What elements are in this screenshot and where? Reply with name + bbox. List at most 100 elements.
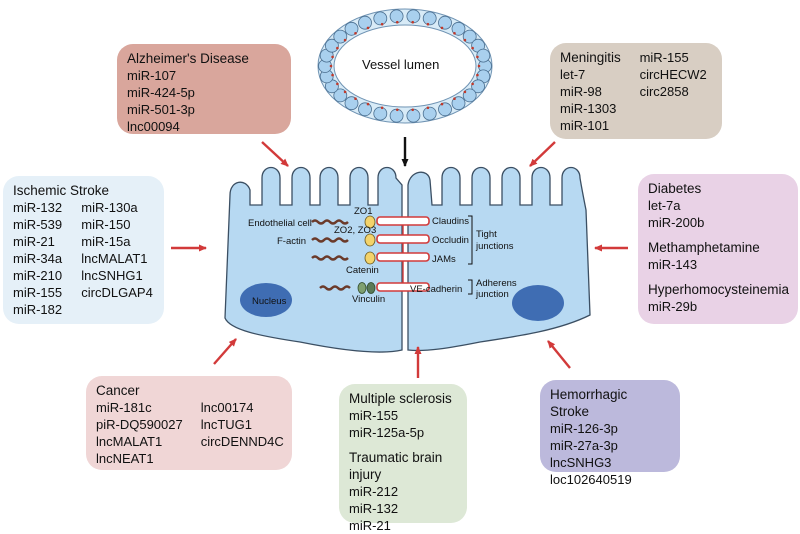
endothelial-cells: Nucleus	[224, 166, 591, 353]
diabetes-title: Diabetes	[648, 181, 702, 196]
vessel-cell	[358, 15, 372, 30]
junction-dot	[366, 102, 370, 106]
list-item: lnc00094	[127, 119, 180, 134]
junction-dot	[463, 90, 467, 94]
vessel-cell	[451, 96, 466, 111]
junction-dot	[336, 82, 339, 86]
nucleus-left	[240, 283, 292, 317]
occludin-label: Occludin	[432, 235, 469, 246]
junction-dot	[354, 97, 357, 100]
junction-labels: Endothelial cell ZO1 ZO2, ZO3 F-actin Ca…	[248, 206, 517, 305]
tight-label-1: Tight	[476, 229, 497, 240]
list-item: miR-181c	[96, 400, 152, 415]
hemorrhagic-arrow	[547, 340, 571, 369]
zo1-protein	[364, 215, 376, 229]
junction-dot	[380, 22, 384, 26]
meningitis-arrow	[529, 141, 556, 167]
ischemic-title: Ischemic Stroke	[13, 183, 110, 198]
list-item: miR-210	[13, 268, 63, 283]
list-item: circDENND4C	[200, 434, 284, 449]
vessel-cell	[462, 29, 477, 44]
ms-title: Multiple sclerosis	[349, 391, 452, 406]
ve-cadherin-label: VE-cadherin	[410, 284, 462, 295]
list-item: miR-27a-3p	[550, 438, 618, 453]
zo1-label: ZO1	[354, 206, 372, 217]
list-item: miR-143	[648, 257, 698, 272]
vessel-cell	[344, 21, 359, 36]
junction-dot	[329, 64, 333, 68]
vinculin-label: Vinculin	[352, 294, 385, 305]
f-actin-label: F-actin	[277, 236, 306, 247]
vessel-cell	[462, 88, 477, 103]
list-item: miR-424-5p	[127, 85, 195, 100]
vessel-cell	[358, 102, 372, 117]
ischemic-stroke-box: Ischemic Stroke miR-132 miR-539 miR-21 m…	[3, 176, 164, 324]
junction-dot	[380, 106, 384, 110]
list-item: miR-125a-5p	[349, 425, 425, 440]
junction-dot	[426, 106, 430, 110]
list-item: lncTUG1	[200, 417, 253, 432]
vessel-cell	[373, 11, 388, 26]
junction-dot	[463, 38, 467, 42]
junction-proteins	[311, 215, 473, 295]
list-item: lncMALAT1	[81, 251, 148, 266]
bbb-diagram: Vessel lumen Nucleus Endothelial	[171, 8, 628, 378]
list-item: miR-501-3p	[127, 102, 195, 117]
junction-dot	[471, 82, 474, 86]
list-item: miR-126-3p	[550, 421, 618, 436]
endothelial-cell-label: Endothelial cell	[248, 218, 312, 229]
list-item: lncMALAT1	[96, 434, 163, 449]
junction-dot	[396, 20, 399, 24]
multiple-sclerosis-box: Multiple sclerosis miR-155 miR-125a-5p T…	[339, 384, 467, 533]
jam-bar	[376, 252, 430, 262]
list-item: let-7a	[648, 198, 681, 213]
list-item: circDLGAP4	[81, 285, 153, 300]
adherens-label-2: junction	[475, 289, 509, 300]
list-item: lncSNHG3	[550, 455, 612, 470]
vessel-cell	[471, 79, 486, 94]
diabetes-box: Diabetes let-7a miR-200b Methamphetamine…	[638, 174, 798, 324]
adherens-label-1: Adherens	[476, 278, 517, 289]
list-item: miR-101	[560, 118, 610, 133]
list-item: miR-130a	[81, 200, 138, 215]
alzheimers-arrow	[261, 141, 289, 167]
f-actin-fiber-3	[311, 255, 349, 261]
vessel-cell	[373, 106, 388, 121]
list-item: lncSNHG1	[81, 268, 143, 283]
tbi-title: Traumatic brain injury	[349, 450, 443, 482]
vessel-lumen-label: Vessel lumen	[362, 57, 439, 72]
left-endothelial-cell	[224, 166, 403, 353]
claudins-label: Claudins	[432, 216, 469, 227]
list-item: loc102640519	[550, 472, 632, 487]
list-item: miR-539	[13, 217, 63, 232]
junction-dot	[476, 55, 479, 59]
vessel-cell	[333, 29, 348, 44]
vessel-cell	[422, 11, 437, 26]
junction-dot	[411, 108, 415, 112]
list-item: miR-21	[349, 518, 391, 533]
list-item: miR-150	[81, 217, 131, 232]
vessel-cell	[389, 108, 404, 123]
list-item: miR-21	[13, 234, 55, 249]
list-item: piR-DQ590027	[96, 417, 183, 432]
vessel-cell	[333, 88, 348, 103]
vessel-cell	[476, 48, 491, 63]
occludin-bar	[376, 234, 430, 244]
nucleus-label: Nucleus	[252, 296, 287, 307]
meningitis-box: Meningitis let-7 miR-98 miR-1303 miR-101…	[550, 43, 722, 139]
list-item: miR-29b	[648, 299, 698, 314]
cancer-arrow	[213, 338, 237, 365]
list-item: miR-182	[13, 302, 63, 317]
catenin-protein	[364, 251, 376, 265]
cancer-box: Cancer miR-181c piR-DQ590027 lncMALAT1 l…	[86, 376, 292, 470]
tight-label-2: junctions	[475, 241, 514, 252]
junction-dot	[440, 26, 444, 30]
junction-dot	[331, 73, 334, 77]
nucleus-right	[512, 285, 564, 321]
vessel-cell	[422, 106, 437, 121]
list-item: miR-98	[560, 84, 602, 99]
vessel-ring	[317, 8, 493, 124]
list-item: miR-34a	[13, 251, 63, 266]
junction-dot	[396, 108, 399, 112]
list-item: miR-155	[13, 285, 63, 300]
